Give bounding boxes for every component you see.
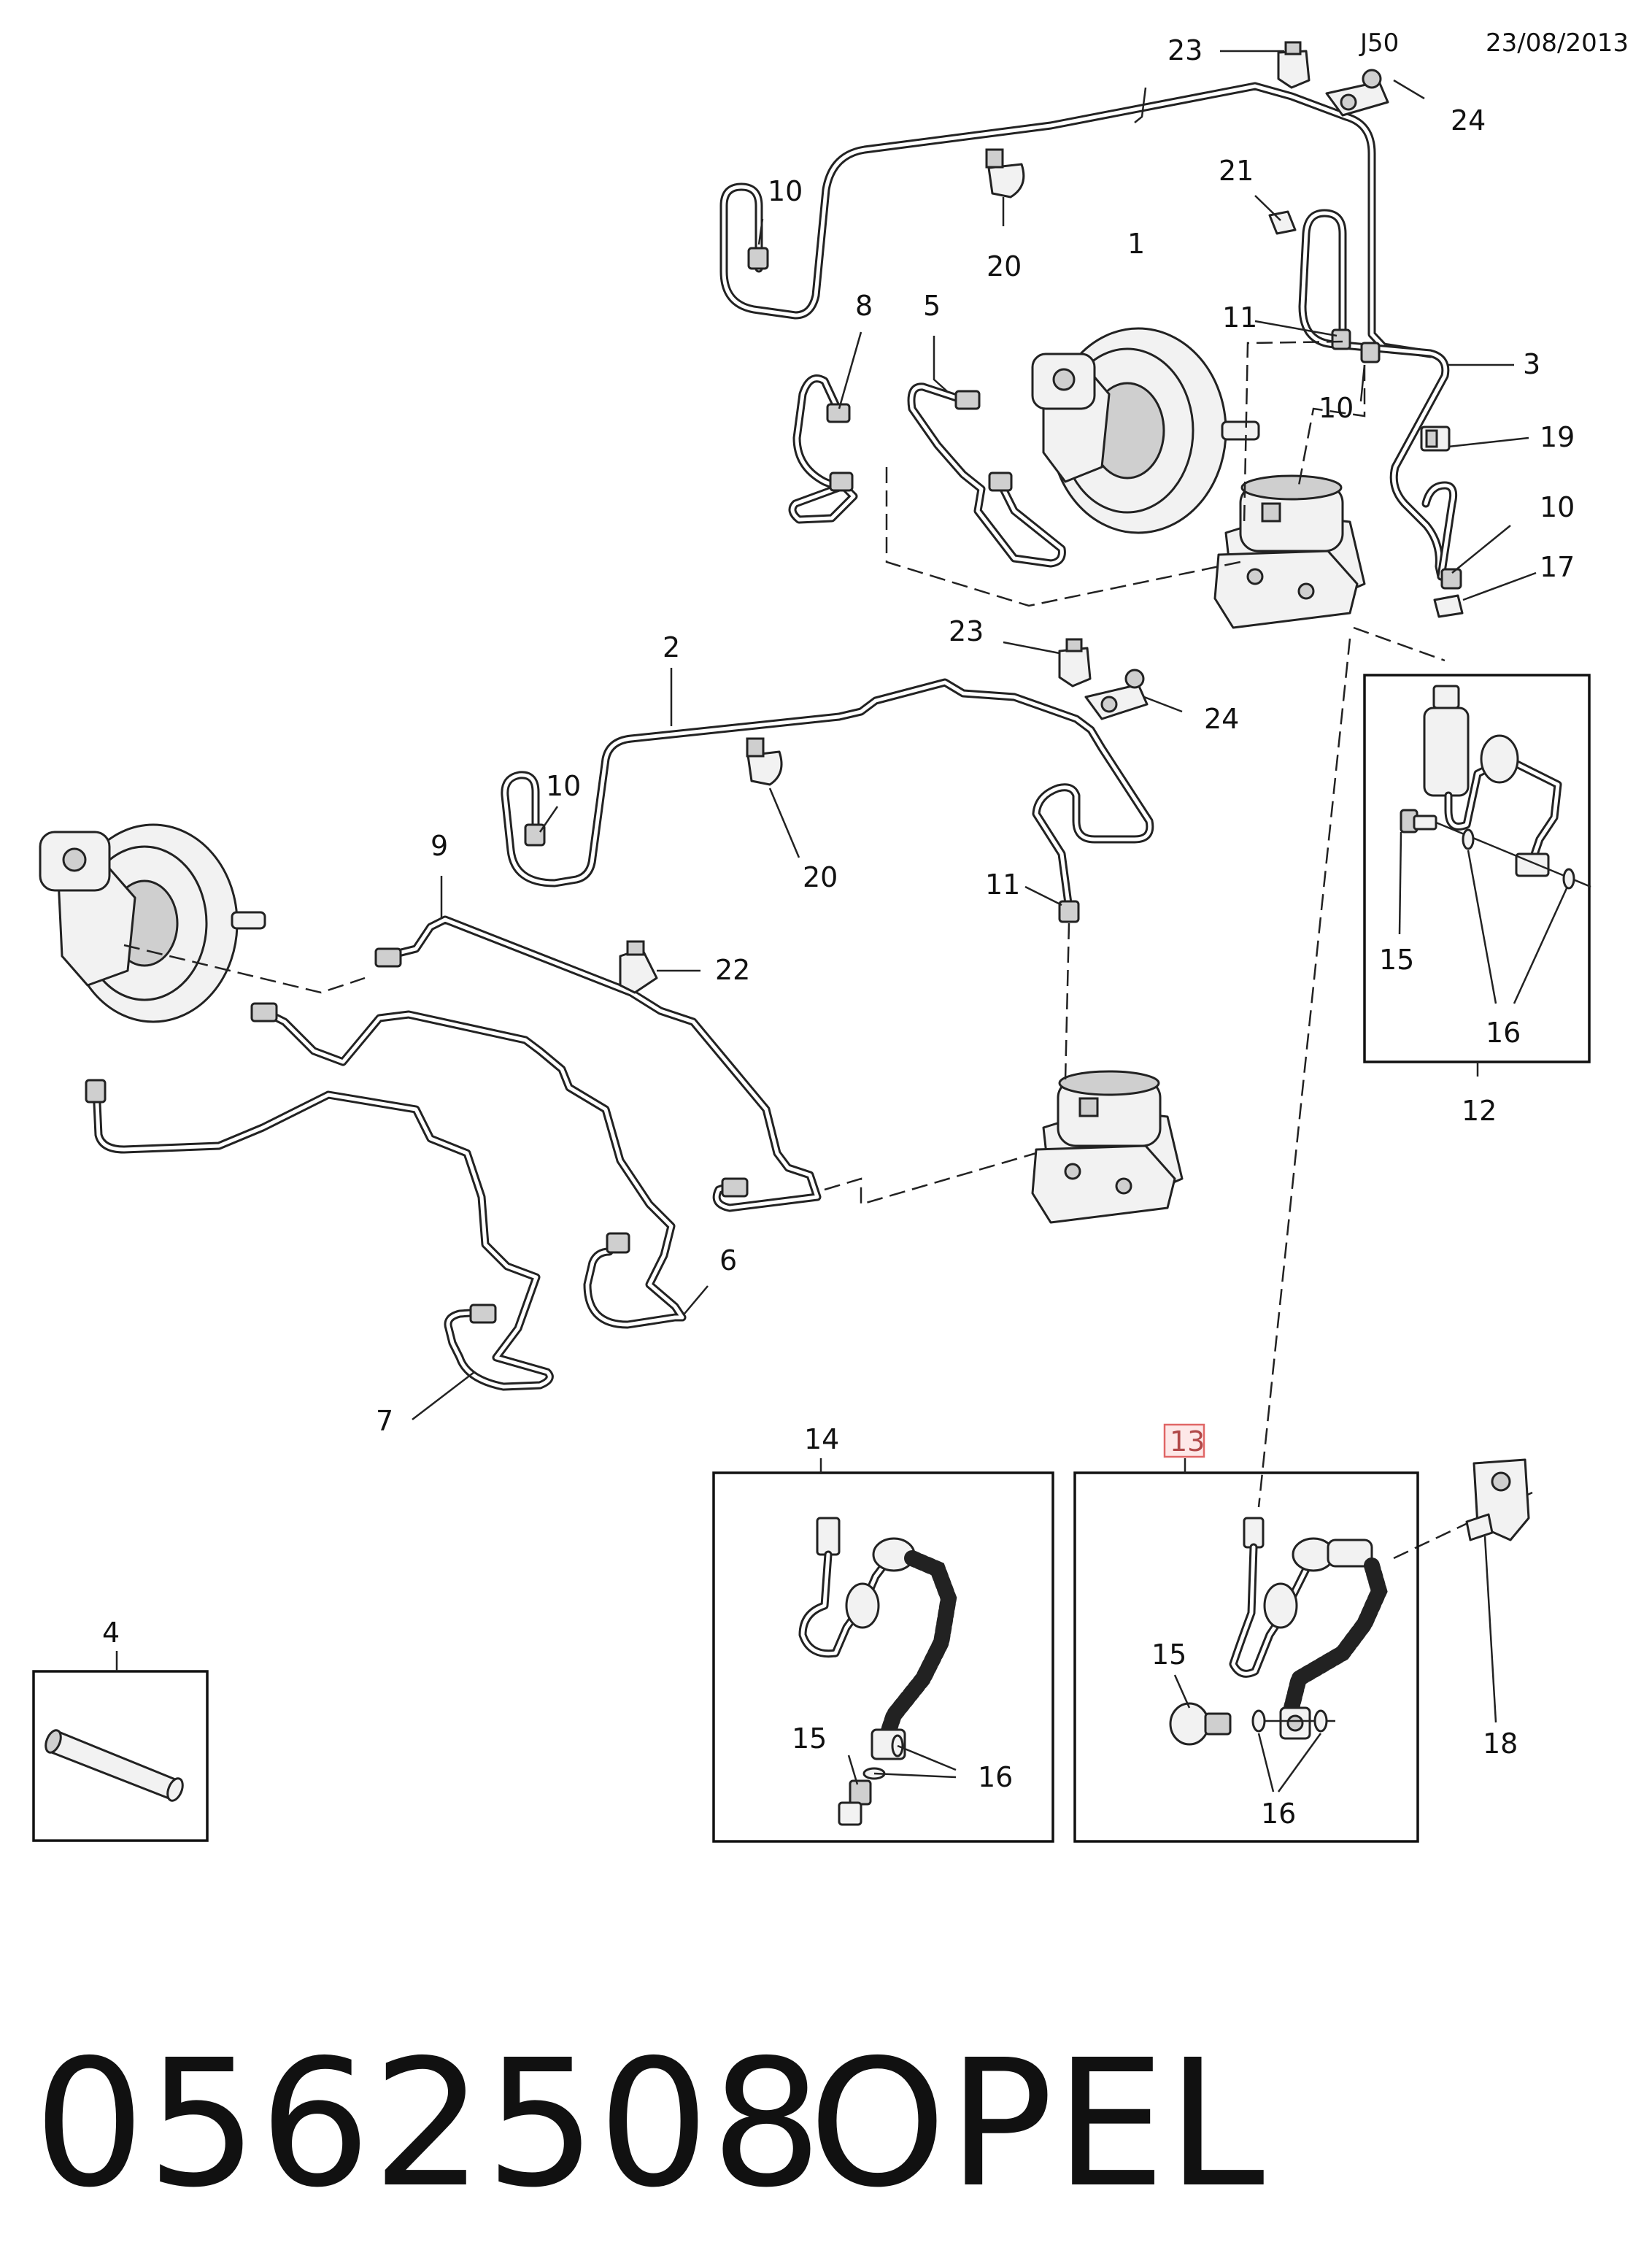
callout-10-d: 10 bbox=[546, 770, 581, 802]
callouts: 23 24 10 20 1 21 11 10 3 19 10 17 8 5 2 … bbox=[102, 34, 1575, 1830]
brake-pipe-8 bbox=[788, 374, 858, 524]
brake-pipe-2 bbox=[501, 678, 1154, 913]
callout-16-box12: 16 bbox=[1486, 1017, 1521, 1049]
callout-13: 13 bbox=[1170, 1425, 1205, 1457]
callout-10-a: 10 bbox=[768, 175, 803, 207]
clip-20-top bbox=[985, 148, 1025, 199]
callout-10-b: 10 bbox=[1319, 392, 1354, 424]
callout-5: 5 bbox=[923, 290, 941, 322]
bracket-18 bbox=[1465, 1458, 1530, 1541]
callout-20-top: 20 bbox=[987, 250, 1022, 282]
dash-top-mid bbox=[1243, 340, 1343, 526]
brand-name: OPEL bbox=[808, 2022, 1266, 2226]
callout-15-box12: 15 bbox=[1379, 944, 1414, 976]
callout-15-box13: 15 bbox=[1151, 1638, 1186, 1671]
callout-11-top: 11 bbox=[1222, 301, 1257, 334]
clip-20-middle bbox=[746, 737, 783, 786]
callout-7: 7 bbox=[376, 1405, 393, 1437]
callout-8: 8 bbox=[855, 290, 873, 322]
fittings-top bbox=[747, 247, 1464, 618]
fittings-middle bbox=[85, 823, 1080, 1324]
box-4 bbox=[32, 1670, 209, 1842]
header-date: 23/08/2013 bbox=[1486, 28, 1629, 58]
dash-mid-right bbox=[824, 1152, 1037, 1206]
callout-17: 17 bbox=[1540, 551, 1575, 583]
leader-lines bbox=[115, 50, 1569, 1792]
callout-24-top: 24 bbox=[1451, 104, 1486, 136]
dash-top-right bbox=[1353, 626, 1446, 662]
callout-20-middle: 20 bbox=[803, 861, 838, 893]
callout-16-box14: 16 bbox=[978, 1761, 1013, 1793]
dash-long-to-13 bbox=[1257, 638, 1351, 1508]
box-12 bbox=[1363, 674, 1591, 1063]
box-14 bbox=[712, 1471, 1054, 1843]
callout-23-top: 23 bbox=[1167, 34, 1203, 66]
callout-4: 4 bbox=[102, 1617, 120, 1649]
clip-19 bbox=[1420, 425, 1451, 452]
abs-modulator-middle bbox=[1031, 1070, 1184, 1224]
brake-booster-left bbox=[39, 823, 266, 1023]
header-code: J50 bbox=[1359, 28, 1399, 58]
callout-6: 6 bbox=[719, 1244, 737, 1276]
clip-23-top bbox=[1277, 41, 1311, 89]
dash-top-left bbox=[885, 467, 1241, 607]
callout-13-highlight bbox=[1163, 1423, 1205, 1458]
clip-24-middle bbox=[1084, 669, 1149, 720]
clip-23-middle bbox=[1058, 638, 1092, 688]
callout-3: 3 bbox=[1523, 348, 1540, 380]
clip-21 bbox=[1268, 210, 1297, 235]
callout-19: 19 bbox=[1540, 421, 1575, 453]
callout-23-middle: 23 bbox=[949, 615, 984, 647]
callout-11-middle: 11 bbox=[985, 869, 1020, 901]
dash-mid-vert bbox=[1064, 923, 1070, 1081]
callout-18: 18 bbox=[1483, 1728, 1518, 1760]
brake-booster-top bbox=[1031, 327, 1260, 534]
brake-pipe-9 bbox=[382, 915, 822, 1212]
box-13 bbox=[1073, 1471, 1419, 1843]
clip-24-top bbox=[1325, 69, 1389, 117]
callout-22: 22 bbox=[715, 954, 750, 986]
callout-24-middle: 24 bbox=[1204, 703, 1239, 735]
callout-12: 12 bbox=[1462, 1095, 1497, 1127]
callout-2: 2 bbox=[663, 631, 680, 663]
dash-top-mid2 bbox=[1297, 365, 1366, 486]
callout-21: 21 bbox=[1219, 155, 1254, 187]
part-number: 0562508 bbox=[34, 2022, 824, 2226]
brake-pipe-7 bbox=[92, 1083, 554, 1391]
abs-modulator-top bbox=[1213, 474, 1366, 629]
clip-22 bbox=[619, 940, 658, 994]
callout-15-box14: 15 bbox=[792, 1722, 827, 1755]
callout-10-c: 10 bbox=[1540, 491, 1575, 523]
brake-pipe-5 bbox=[907, 382, 1066, 568]
callout-9: 9 bbox=[431, 830, 448, 862]
callout-14: 14 bbox=[804, 1423, 839, 1455]
brake-pipe-6 bbox=[258, 1006, 687, 1329]
callout-1: 1 bbox=[1127, 228, 1145, 260]
brake-pipe-1 bbox=[719, 82, 1435, 358]
dash-mid-left bbox=[123, 944, 366, 994]
callout-16-box13: 16 bbox=[1261, 1798, 1296, 1830]
